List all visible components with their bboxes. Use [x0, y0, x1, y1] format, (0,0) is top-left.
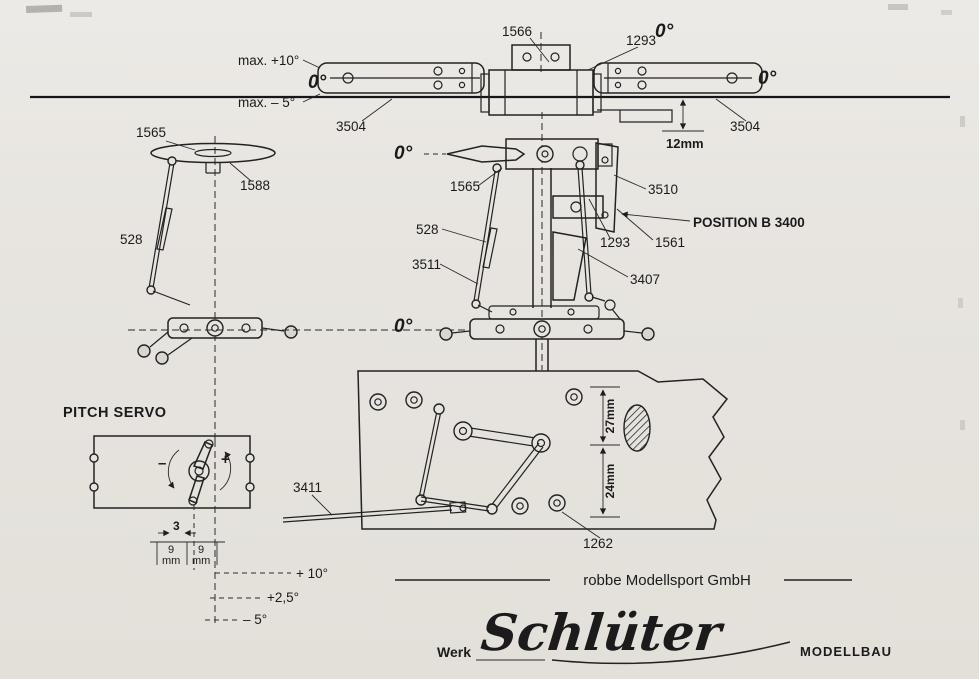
dim-mm-right: mm: [192, 555, 210, 567]
pitch-plus-25-label: +2,5°: [267, 590, 299, 605]
dim-12mm-label: 12mm: [666, 136, 704, 151]
pitch-servo-title: PITCH SERVO: [63, 405, 167, 421]
dim-24mm-label: 24mm: [603, 464, 617, 499]
head-center-drawing: [424, 112, 691, 371]
part-label-3510: 3510: [648, 182, 678, 197]
frame-drawing: [282, 370, 729, 539]
part-label-1565-left: 1565: [136, 125, 166, 140]
company-name: robbe Modellsport GmbH: [583, 572, 751, 589]
dim-3-label: 3: [173, 519, 180, 533]
zero-degree-mid: 0°: [394, 143, 413, 164]
part-label-1561: 1561: [655, 235, 685, 250]
brand-logo: Schlüter: [478, 603, 727, 662]
dim-9-left: 9: [168, 544, 174, 556]
swashplate-left-labels: 1565 1588 528: [120, 125, 270, 247]
position-b-label: POSITION B 3400: [693, 215, 805, 230]
max-minus-label: max. – 5°: [238, 95, 295, 110]
pitch-plus-10-label: + 10°: [296, 566, 328, 581]
top-view-drawing: [30, 32, 950, 132]
part-label-1293-center: 1293: [600, 235, 630, 250]
part-label-3511: 3511: [412, 257, 441, 272]
brand-suffix: MODELLBAU: [800, 644, 892, 659]
frame-labels: 27mm 24mm 3411 1262: [293, 399, 617, 551]
part-label-1565-center: 1565: [450, 179, 480, 194]
part-label-3504-right: 3504: [730, 119, 761, 134]
part-label-1566: 1566: [502, 24, 532, 39]
part-label-1588: 1588: [240, 178, 270, 193]
max-plus-label: max. +10°: [238, 53, 299, 68]
werk-label: Werk: [437, 644, 471, 660]
pitch-minus-5-label: – 5°: [243, 612, 267, 627]
part-label-3411: 3411: [293, 480, 322, 495]
footer: robbe Modellsport GmbH Werk Schlüter MOD…: [395, 572, 892, 665]
pitch-servo-labels: PITCH SERVO – + 3 9 mm 9 mm + 10° +2,5° …: [63, 405, 328, 627]
part-label-528-left: 528: [120, 232, 143, 247]
part-label-3407: 3407: [630, 272, 660, 287]
zero-degree-left: 0°: [308, 72, 327, 93]
servo-plus-sign: +: [221, 451, 230, 468]
top-view-labels: 1566 1293 0° 0° 0° max. +10° max. – 5° 3…: [238, 21, 777, 151]
zero-degree-top: 0°: [655, 21, 674, 42]
scan-artifacts: [26, 4, 965, 430]
dim-27mm-label: 27mm: [603, 399, 617, 434]
zero-degree-low: 0°: [394, 316, 413, 337]
part-label-1262: 1262: [583, 536, 613, 551]
dim-9-right: 9: [198, 544, 204, 556]
part-label-3504-left: 3504: [336, 119, 367, 134]
swashplate-left-drawing: [128, 136, 468, 440]
part-label-528-center: 528: [416, 222, 439, 237]
zero-degree-right: 0°: [758, 68, 777, 89]
pitch-servo-drawing: [89, 435, 291, 623]
dim-mm-left: mm: [162, 555, 180, 567]
head-center-labels: 0° 0° 1565 528 3511 3510 1293 1561 POSIT…: [394, 143, 805, 337]
servo-minus-sign: –: [158, 455, 166, 472]
part-label-1293-top: 1293: [626, 33, 656, 48]
